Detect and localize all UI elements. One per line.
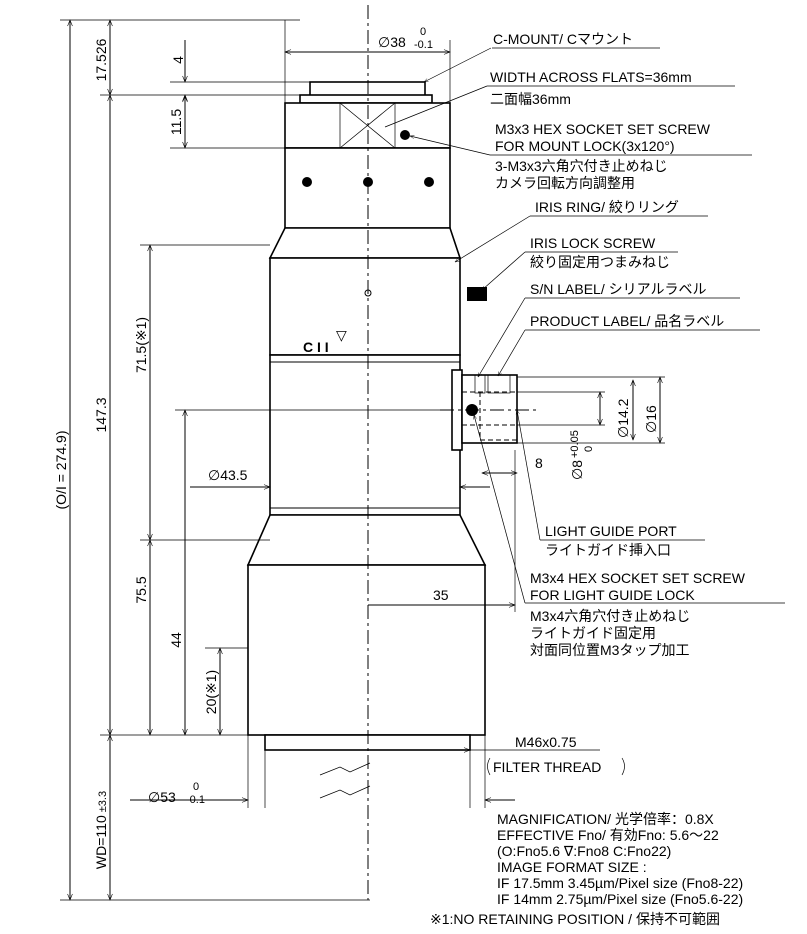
spec-note: ※1:NO RETAINING POSITION / 保持不可範囲 <box>430 911 720 927</box>
mount-lock-jp1: 3-M3x3六角穴付き止めねじ <box>495 158 668 174</box>
filter-size: M46x0.75 <box>515 734 577 750</box>
filter-thread-label: FILTER THREAD <box>493 759 601 775</box>
dim-1473: 147.3 <box>93 397 109 432</box>
dia16: ∅16 <box>643 405 659 433</box>
dia142: ∅14.2 <box>615 398 631 438</box>
spec-magnification: MAGNIFICATION/ 光学倍率：0.8X <box>497 811 714 827</box>
lg-lock-en1: M3x4 HEX SOCKET SET SCREW <box>530 570 746 586</box>
dia38: ∅38 <box>378 34 406 50</box>
dia53: ∅53 <box>148 789 176 805</box>
mount-lock-en2: FOR MOUNT LOCK(3x120°) <box>495 138 675 154</box>
flats-label-en: WIDTH ACROSS FLATS=36mm <box>490 69 692 85</box>
mount-flange <box>299 94 433 104</box>
mount-lock-en1: M3x3 HEX SOCKET SET SCREW <box>495 121 711 137</box>
spec-format-2: IF 14mm 2.75µm/Pixel size (Fno5.6-22) <box>497 891 743 907</box>
spec-format-1: IF 17.5mm 3.45µm/Pixel size (Fno8-22) <box>497 875 743 891</box>
horizontal-dimensions: ∅38 0 -0.1 ∅43.5 35 8 ∅8 +0.05 0 ∅14.2 ∅… <box>130 20 665 808</box>
iris-ring-label: IRIS RING/ 絞りリング <box>535 199 679 215</box>
light-guide-port-jp: ライトガイド挿入口 <box>545 542 671 558</box>
lg-lock-jp3: 対面同位置M3タップ加工 <box>530 642 689 658</box>
mount-lock-screw-icon <box>400 130 410 140</box>
dim-17526: 17.526 <box>93 38 109 81</box>
dim-8: 8 <box>535 455 543 471</box>
oi-dimension: (O/I = 274.9) <box>53 431 69 510</box>
mount-lock-jp2: カメラ回転方向調整用 <box>495 175 635 191</box>
light-guide-port-en: LIGHT GUIDE PORT <box>545 523 677 539</box>
vertical-dimensions: (O/I = 274.9) 17.526 147.3 WD=110±3.3 4 … <box>53 19 452 901</box>
iris-lock-jp: 絞り固定用つまみねじ <box>530 254 670 270</box>
dim-20: 20(※1) <box>203 670 219 714</box>
iris-lock-screw <box>467 287 487 301</box>
dia8-tol-up: +0.05 <box>569 430 581 458</box>
flats-label-jp: 二面幅36mm <box>490 91 571 107</box>
iris-marks: C I I <box>303 339 329 355</box>
spec-format-title: IMAGE FORMAT SIZE : <box>497 859 647 875</box>
lens-body: C I I ▽ <box>246 81 540 751</box>
specifications: MAGNIFICATION/ 光学倍率：0.8X EFFECTIVE Fno/ … <box>430 811 743 927</box>
dia53-tol-dn: -0.1 <box>186 794 205 806</box>
dim-115: 11.5 <box>168 109 184 135</box>
svg-text:WD=110±3.3: WD=110 ±3.3 <box>93 791 109 869</box>
dia435: ∅43.5 <box>208 467 248 483</box>
dim-35: 35 <box>433 587 449 603</box>
dia8-tol-dn: 0 <box>583 446 595 452</box>
lg-lock-jp2: ライトガイド固定用 <box>530 625 656 641</box>
screw-icon <box>302 177 312 187</box>
dia8: ∅8 <box>569 460 585 480</box>
dia38-tol-up: 0 <box>420 26 426 38</box>
spec-fno: EFFECTIVE Fno/ 有効Fno: 5.6～22 <box>497 827 719 843</box>
dia38-tol-dn: -0.1 <box>414 39 433 51</box>
wd-tolerance: ±3.3 <box>97 791 109 812</box>
callouts: C-MOUNT/ Cマウント WIDTH ACROSS FLATS=36mm 二… <box>384 31 785 658</box>
iris-triangle: ▽ <box>336 327 347 343</box>
c-mount-label: C-MOUNT/ Cマウント <box>493 31 633 47</box>
screw-icon <box>424 177 434 187</box>
iris-ring <box>269 257 461 356</box>
dia53-tol-up: 0 <box>193 781 199 793</box>
lg-lock-jp1: M3x4六角穴付き止めねじ <box>530 608 690 624</box>
spec-fno-marks: (O:Fno5.6 ∇:Fno8 C:Fno22) <box>497 843 671 859</box>
wd-dimension: WD=110 <box>93 815 109 869</box>
iris-lock-en: IRIS LOCK SCREW <box>530 235 656 251</box>
front-barrel <box>247 564 486 736</box>
main-body <box>269 354 461 516</box>
dim-44: 44 <box>168 632 184 648</box>
sn-label-callout: S/N LABEL/ シリアルラベル <box>530 281 706 297</box>
dim-755: 75.5 <box>133 576 149 603</box>
dim-715: 71.5(※1) <box>133 317 149 373</box>
product-label-callout: PRODUCT LABEL/ 品名ラベル <box>530 313 724 329</box>
dim-4: 4 <box>170 56 186 64</box>
lg-lock-en2: FOR LIGHT GUIDE LOCK <box>530 587 695 603</box>
